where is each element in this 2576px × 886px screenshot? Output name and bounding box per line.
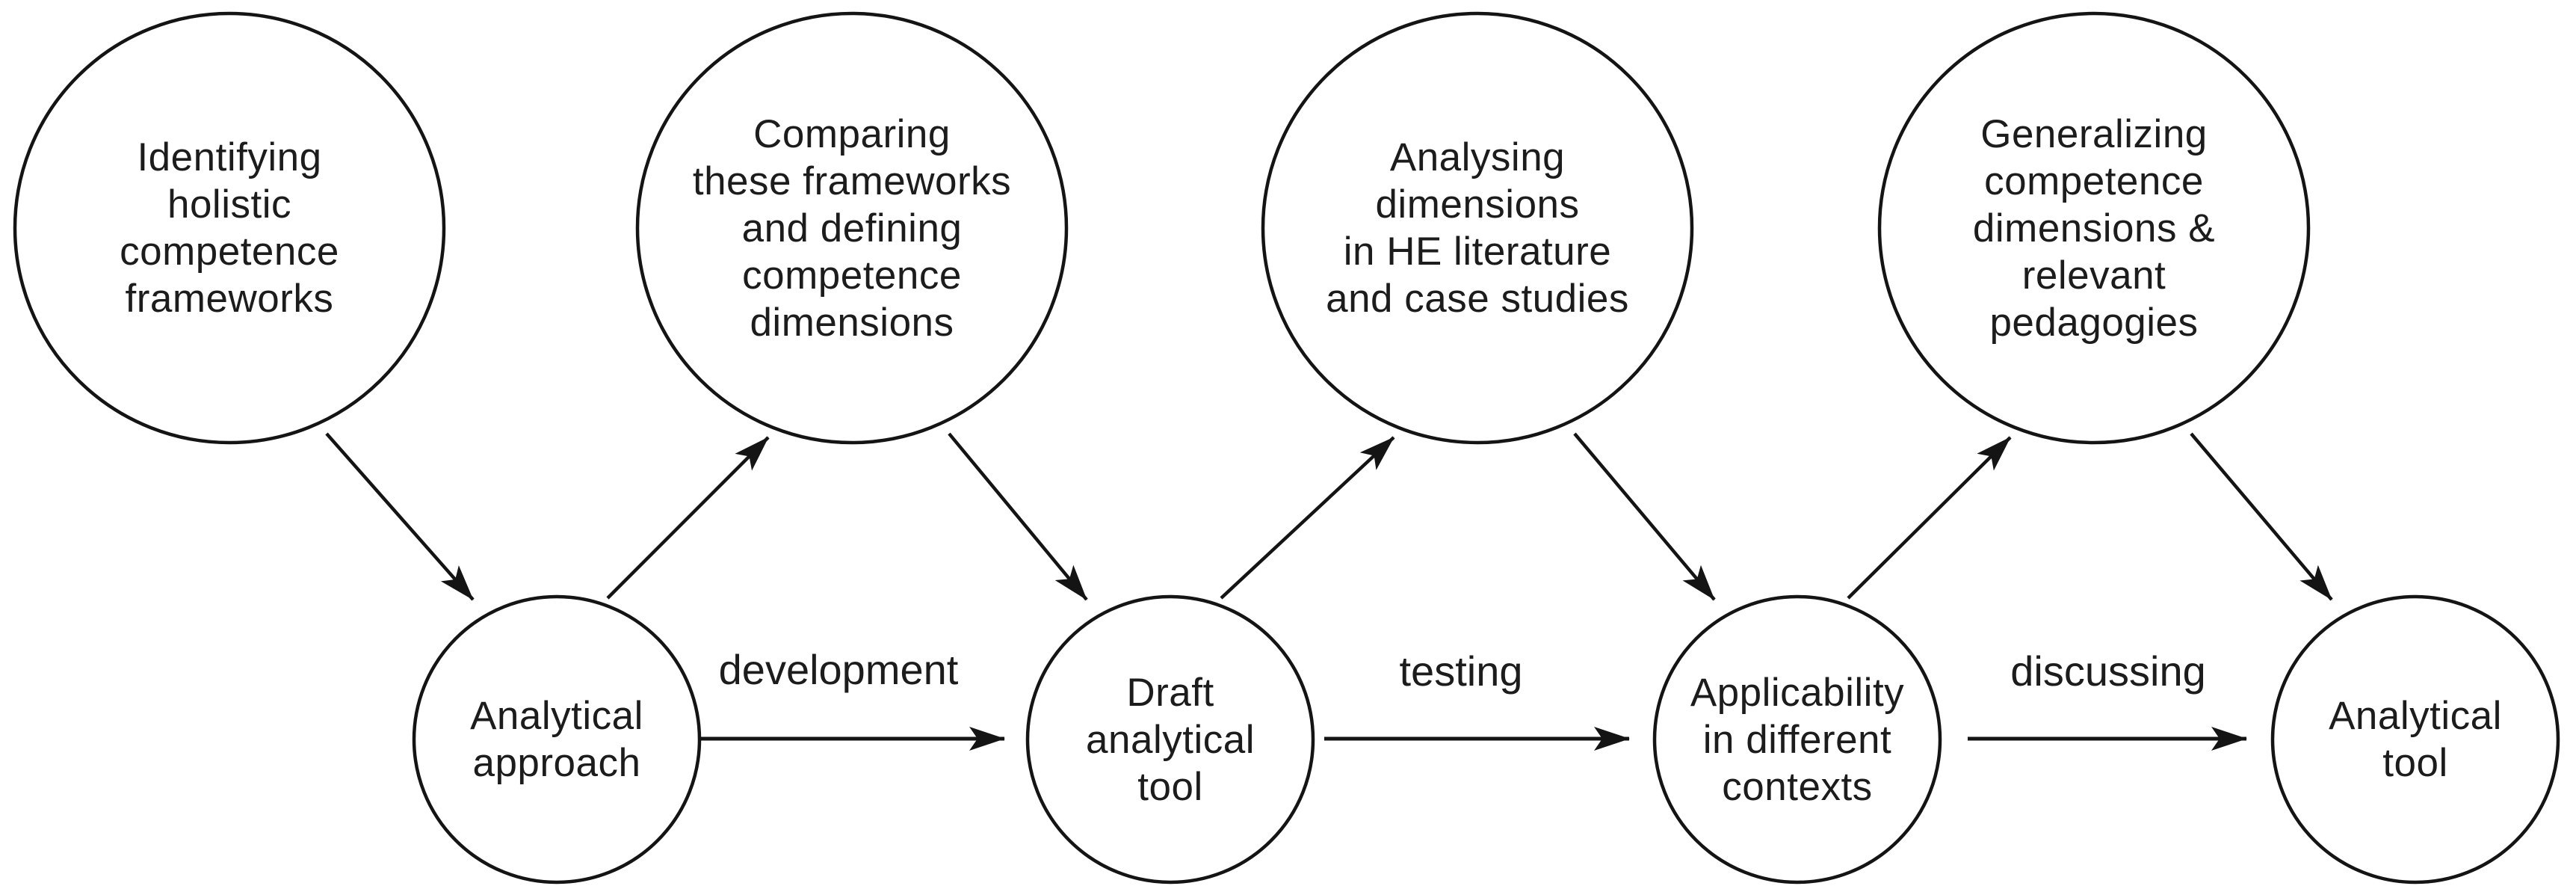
node-text-line: dimensions & <box>1972 206 2216 250</box>
edge-label-testing: testing <box>1399 647 1523 695</box>
node-text-line: pedagogies <box>1989 300 2199 345</box>
circle-applicability-in-different-contexts <box>1652 594 1942 885</box>
node-text-line: competence <box>1984 159 2204 203</box>
node-text-line: relevant <box>2021 253 2166 298</box>
circle-comparing-frameworks-and-defining-dimensions <box>635 11 1069 445</box>
edge-label-discussing: discussing <box>2010 647 2206 695</box>
node-comparing-frameworks-and-defining-dimensions: Comparing these frameworks and defining … <box>637 13 1066 443</box>
node-text-line: approach <box>472 741 641 785</box>
node-generalizing-competence-dimensions-pedagogies: Generalizing competence dimensions & rel… <box>1880 13 2308 443</box>
circle-generalizing-competence-dimensions-pedagogies <box>1877 11 2311 445</box>
node-analytical-tool: Analytical tool <box>2273 597 2558 882</box>
circle-identifying-holistic-competence-frameworks <box>13 11 446 445</box>
node-text-line: Analytical <box>2329 694 2502 738</box>
arrow-applicability-to-generalizing <box>1847 436 2012 600</box>
arrow-identifying-to-analytical-approach <box>325 432 475 601</box>
node-text-line: contexts <box>1722 764 1873 809</box>
circle-analytical-approach <box>412 594 702 885</box>
node-text-line: Analysing <box>1389 135 1566 179</box>
node-text-line: tool <box>2382 741 2448 785</box>
arrow-comparing-to-draft-tool <box>948 432 1088 601</box>
node-text-line: in HE literature <box>1343 230 1612 274</box>
node-text-line: and defining <box>741 206 963 250</box>
node-text-line: frameworks <box>125 277 334 321</box>
node-analysing-dimensions-in-he-literature: Analysing dimensions in HE literature an… <box>1263 13 1692 443</box>
arrow-analysing-to-applicability <box>1573 432 1716 601</box>
node-text-line: Analytical <box>470 694 643 738</box>
node-text-line: Identifying <box>137 135 322 179</box>
node-text-line: dimensions <box>1375 182 1580 227</box>
node-text-line: Generalizing <box>1980 111 2208 156</box>
node-identifying-holistic-competence-frameworks: Identifying holistic competence framewor… <box>15 13 444 443</box>
arrow-analytical-approach-to-comparing <box>606 436 770 600</box>
node-text-line: Comparing <box>753 111 951 156</box>
node-applicability-in-different-contexts: Applicability in different contexts <box>1655 597 1940 882</box>
node-text-line: Draft <box>1126 670 1214 715</box>
node-analytical-approach: Analytical approach <box>414 597 699 882</box>
circle-analysing-dimensions-in-he-literature <box>1261 11 1694 445</box>
node-text-line: holistic <box>167 182 291 227</box>
arrow-generalizing-to-analytical-tool <box>2190 432 2333 601</box>
node-draft-analytical-tool: Draft analytical tool <box>1028 597 1313 882</box>
node-text-line: competence <box>120 230 339 274</box>
node-text-line: competence <box>742 253 962 298</box>
node-text-line: and case studies <box>1326 277 1629 321</box>
circle-analytical-tool <box>2270 594 2560 885</box>
arrow-draft-tool-to-analysing <box>1220 436 1395 600</box>
node-text-line: dimensions <box>750 300 954 345</box>
node-text-line: tool <box>1137 764 1203 809</box>
circle-draft-analytical-tool <box>1025 594 1315 885</box>
edge-label-development: development <box>718 646 959 693</box>
node-text-line: in different <box>1702 717 1892 762</box>
node-text-line: Applicability <box>1690 670 1905 715</box>
node-text-line: these frameworks <box>692 159 1012 203</box>
node-text-line: analytical <box>1086 717 1255 762</box>
